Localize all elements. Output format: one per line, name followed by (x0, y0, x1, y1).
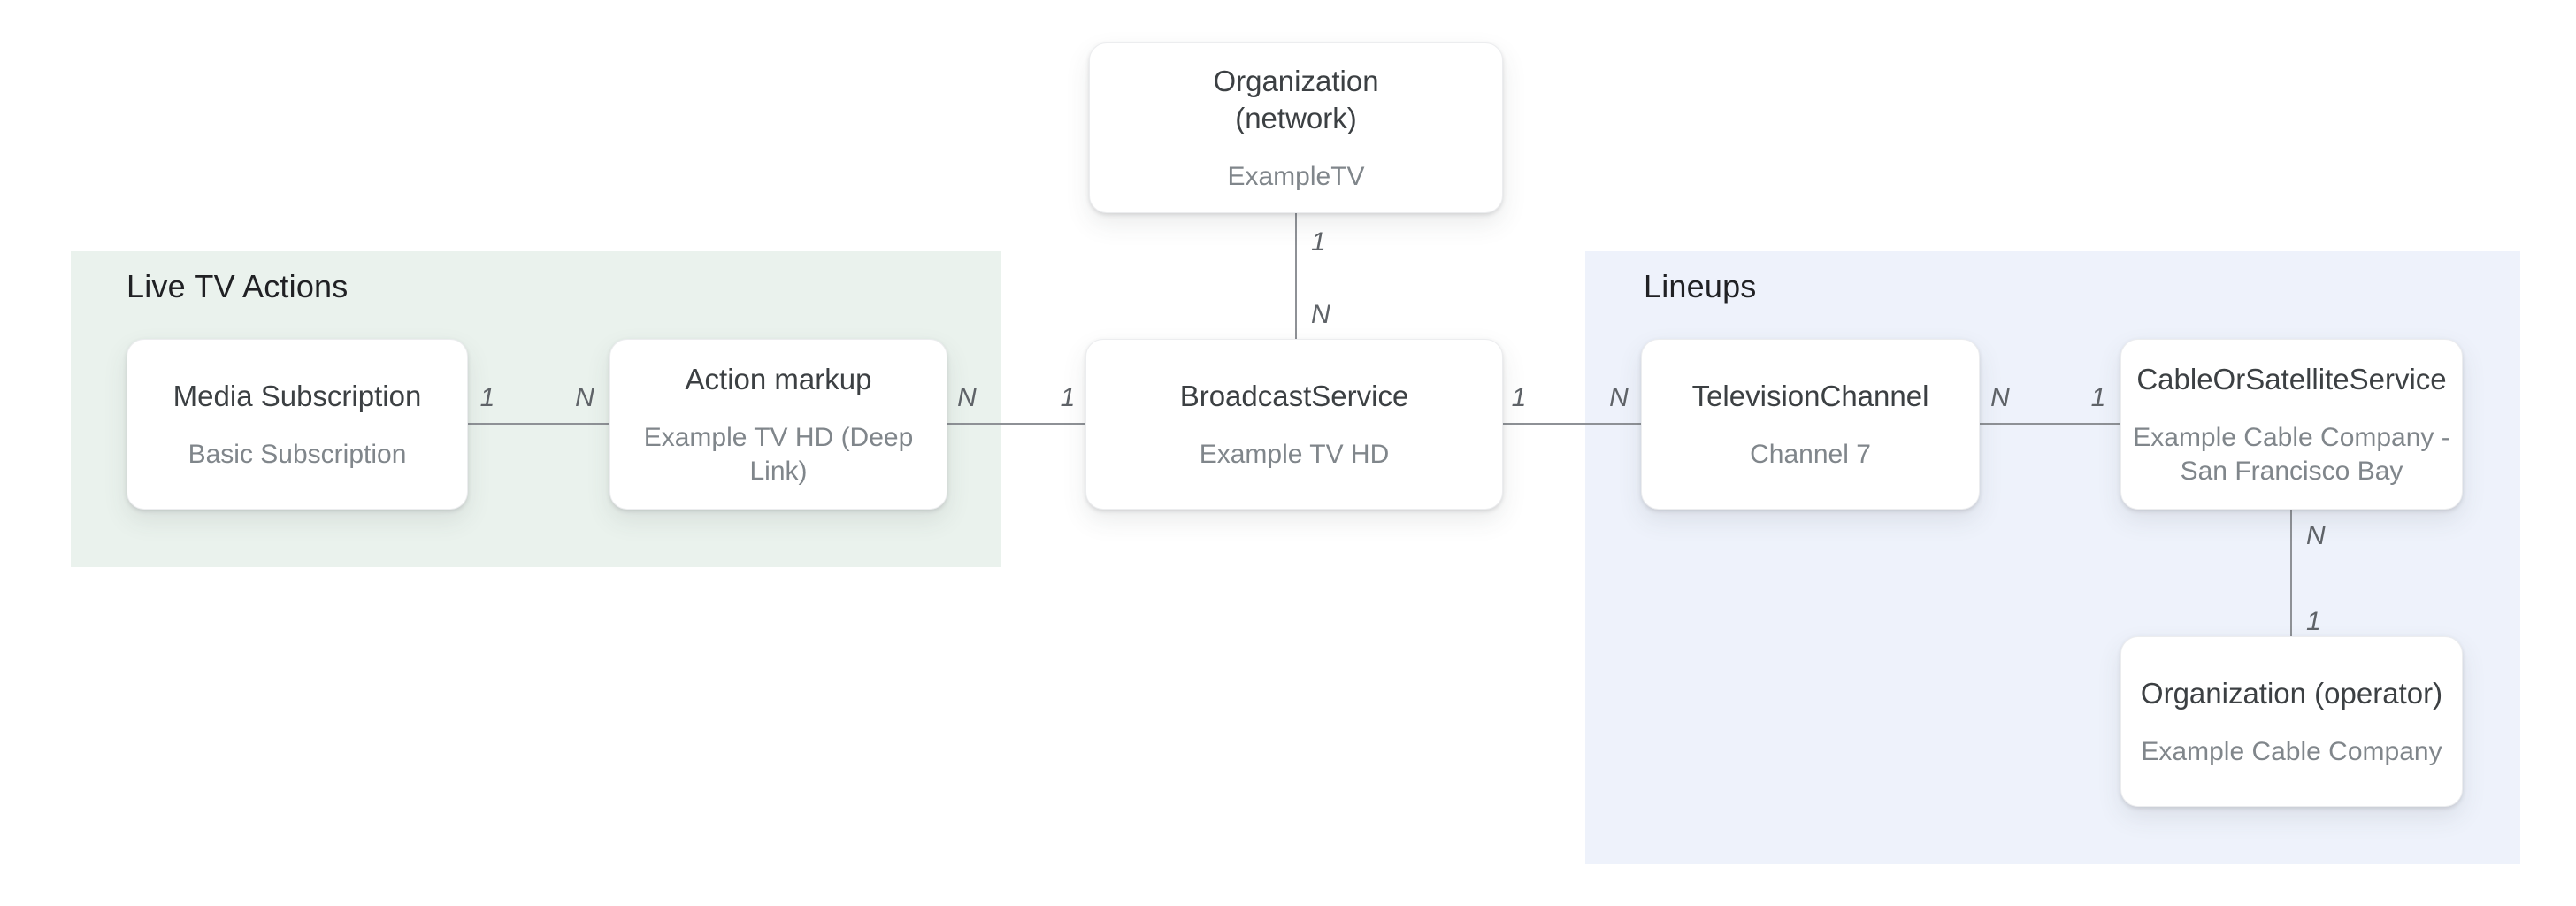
node-media-subscription-subtitle: Basic Subscription (188, 439, 407, 469)
edge-cable-to-operator-line (2290, 510, 2292, 636)
edge-action-to-broadcast-end-cardinality: 1 (1060, 383, 1076, 412)
edge-television-to-cable-end-cardinality: 1 (2090, 383, 2106, 412)
edge-broadcast-to-television-line (1503, 423, 1641, 425)
edge-media-to-action-line (468, 423, 610, 425)
node-organization-network-subtitle: ExampleTV (1227, 161, 1365, 191)
edge-television-to-cable-line (1980, 423, 2120, 425)
group-label-lineups: Lineups (1644, 268, 1757, 304)
node-media-subscription: Media Subscription Basic Subscription (126, 339, 468, 510)
node-broadcast-service: BroadcastService Example TV HD (1085, 339, 1503, 510)
edge-television-to-cable-start-cardinality: N (1990, 383, 2010, 412)
edge-broadcast-to-television-end-cardinality: N (1609, 383, 1629, 412)
group-label-live-tv-actions: Live TV Actions (126, 268, 349, 304)
node-broadcast-service-subtitle: Example TV HD (1199, 439, 1390, 469)
node-organization-operator-subtitle: Example Cable Company (2141, 736, 2442, 766)
node-organization-operator: Organization (operator) Example Cable Co… (2120, 636, 2463, 807)
node-cable-or-satellite-service-title: CableOrSatelliteService (2136, 362, 2447, 395)
edge-network-to-broadcast-start-cardinality: 1 (1311, 227, 1326, 257)
node-television-channel-title: TelevisionChannel (1691, 379, 1929, 412)
edge-cable-to-operator-end-cardinality: 1 (2306, 607, 2321, 636)
node-cable-or-satellite-service: CableOrSatelliteService Example Cable Co… (2120, 339, 2463, 510)
node-action-markup-subtitle: Example TV HD (Deep Link) (643, 422, 914, 486)
node-action-markup: Action markup Example TV HD (Deep Link) (610, 339, 947, 510)
edge-network-to-broadcast-end-cardinality: N (1311, 300, 1330, 329)
node-broadcast-service-title: BroadcastService (1179, 379, 1409, 412)
edge-action-to-broadcast-line (947, 423, 1085, 425)
node-television-channel-subtitle: Channel 7 (1750, 439, 1871, 469)
node-media-subscription-title: Media Subscription (172, 379, 422, 412)
edge-action-to-broadcast-start-cardinality: N (957, 383, 977, 412)
edge-network-to-broadcast-line (1295, 213, 1297, 339)
edge-cable-to-operator-start-cardinality: N (2306, 521, 2326, 550)
edge-media-to-action-start-cardinality: 1 (479, 383, 495, 412)
edge-media-to-action-end-cardinality: N (575, 383, 594, 412)
node-cable-or-satellite-service-subtitle: Example Cable Company - San Francisco Ba… (2133, 422, 2450, 486)
node-action-markup-title: Action markup (685, 362, 872, 395)
edge-broadcast-to-television-start-cardinality: 1 (1511, 383, 1527, 412)
node-television-channel: TelevisionChannel Channel 7 (1641, 339, 1980, 510)
node-organization-network-title: Organization (network) (1213, 64, 1379, 134)
node-organization-operator-title: Organization (operator) (2140, 676, 2443, 710)
node-organization-network: Organization (network) ExampleTV (1089, 42, 1503, 213)
